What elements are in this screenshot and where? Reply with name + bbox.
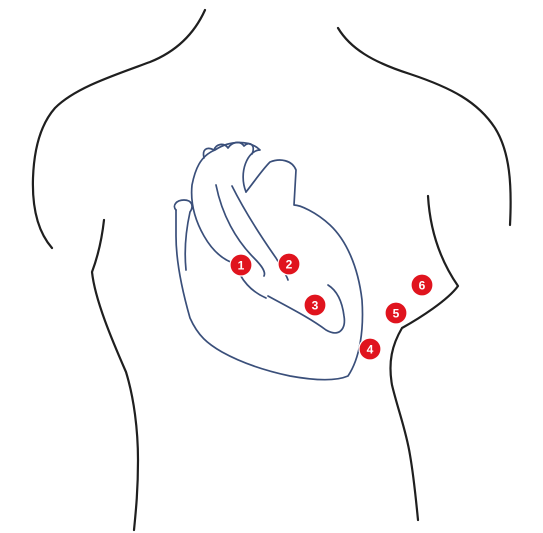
marker-4: 4 (359, 338, 381, 360)
heart-outline (174, 142, 362, 379)
marker-6: 6 (411, 274, 433, 296)
marker-1: 1 (230, 254, 252, 276)
marker-2: 2 (278, 253, 300, 275)
marker-label: 3 (312, 299, 319, 313)
heart-outer-contour (176, 160, 362, 380)
marker-label: 2 (286, 258, 293, 272)
marker-label: 5 (393, 307, 400, 321)
left-torso-line (92, 220, 138, 530)
left-shoulder-line (33, 10, 205, 248)
marker-label: 6 (419, 279, 426, 293)
auscultation-markers: 1 2 3 4 5 6 (230, 253, 433, 360)
marker-label: 4 (367, 343, 374, 357)
heart-aorta (192, 143, 260, 265)
right-torso-line (390, 196, 458, 520)
right-shoulder-line (338, 28, 511, 225)
marker-5: 5 (385, 302, 407, 324)
torso-outline (33, 10, 511, 530)
marker-label: 1 (238, 259, 245, 273)
marker-3: 3 (304, 294, 326, 316)
